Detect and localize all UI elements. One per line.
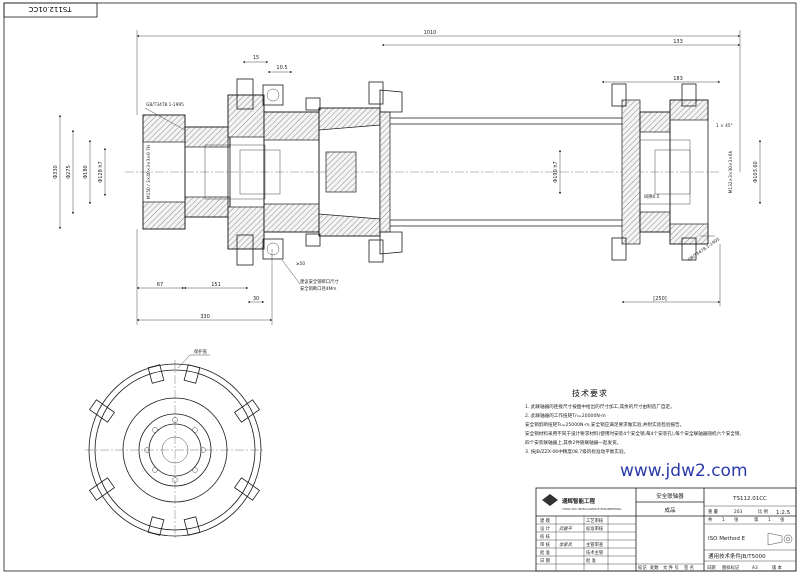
part-name: 安全联轴器 — [656, 492, 684, 500]
pin-note-1: 建议安全销断口尺寸 — [300, 278, 339, 285]
sheet-no-label: 第 — [754, 516, 759, 523]
tech-req-line-6: 3. 按JB/ZZX-06中精度08.7级的标准动平衡实验。 — [525, 448, 628, 455]
dim-10-5: 10.5 — [276, 65, 287, 71]
footer-5: 日期 — [707, 565, 716, 571]
projection-symbol-icon — [767, 532, 793, 546]
dim-phi190: Φ190 h7 — [553, 161, 559, 182]
row-label-4: 审 核 — [540, 541, 551, 548]
dim-left-330: 330 — [200, 314, 210, 320]
category: 成品 — [664, 506, 676, 514]
role-mid-1: 工艺审核 — [586, 517, 604, 524]
footer-3: 文 件 号 — [663, 564, 679, 571]
footer-6: 图样标记 — [722, 564, 740, 571]
logo-en: TONG HUI INTELLIGENCE ENGINEERING — [561, 507, 622, 511]
sheet-total-label: 共 — [708, 516, 713, 523]
dim-phi128: Φ128 h7 — [98, 161, 104, 182]
footer-8: 版 本 — [772, 564, 783, 571]
dim-133: 133 — [673, 39, 683, 45]
method-label: ISO Method E — [708, 536, 746, 542]
dimensions: 1010 133 183 15 10.5 Φ330 Φ275 Φ180 Φ128… — [53, 30, 762, 325]
tech-req-line-1: 1. 此联轴器的连接尺寸按图中给出的尺寸加工,其余的尺寸由制造厂自定。 — [525, 403, 675, 410]
row-label-2: 设 计 — [540, 525, 551, 532]
sheet-no: 1 — [768, 517, 771, 523]
dim-right-250: [250] — [653, 296, 666, 302]
drawing-no: TS112.01CC — [732, 496, 767, 502]
row-label-5: 批 准 — [540, 549, 551, 556]
role-mid-2: 标准审核 — [586, 525, 604, 532]
watermark: www.jdw2.com — [620, 461, 748, 481]
tol-note: ≥50 — [296, 261, 305, 267]
role-mid-3: 主管审查 — [586, 541, 604, 548]
footer-1: 标记 — [638, 564, 647, 571]
end-view: 保护盖 — [85, 348, 265, 540]
dim-phi275: Φ275 — [66, 165, 72, 178]
title-block: 通辉智能工程 TONG HUI INTELLIGENCE ENGINEERING… — [535, 487, 797, 572]
dim-left-151: 151 — [211, 282, 221, 288]
logo-name: 通辉智能工程 — [562, 497, 596, 505]
role-mid-5: 批 准 — [586, 557, 597, 564]
dim-overall: 1010 — [424, 30, 437, 36]
tech-req-line-2: 2. 此联轴器的工作扭矩Tn=20000N·m — [525, 412, 606, 419]
row-label-1: 建 模 — [540, 517, 551, 524]
dim-phi180: Φ180 — [83, 165, 89, 178]
weight-value: 203 — [734, 509, 742, 515]
dim-right-spline: M132×3×30×3×6h — [728, 150, 734, 193]
dim-left-30: 30 — [253, 296, 259, 302]
company-logo: 通辉智能工程 TONG HUI INTELLIGENCE ENGINEERING — [542, 494, 622, 511]
dim-183: 183 — [673, 76, 683, 82]
dim-left-67: 67 — [157, 282, 163, 288]
weight-label: 重 量 — [708, 508, 719, 515]
dim-15: 15 — [253, 55, 259, 61]
tech-req-line-5: 四个安装联轴器上,其余2件随联轴器一起发货。 — [525, 439, 621, 446]
tech-requirements: 技术要求 1. 此联轴器的连接尺寸按图中给出的尺寸加工,其余的尺寸由制造厂自定。… — [525, 388, 741, 455]
tech-req-line-3: 安全销剪断扭矩Ts=25000N·m,安全销应满足要求做实验,并附实验检验报告。 — [525, 421, 684, 428]
footer-2: 处数 — [650, 564, 659, 571]
signature-1: 武建平 — [559, 526, 573, 532]
pin-note-2: 安全销断口径4Mm — [300, 285, 336, 292]
sheet-total: 1 — [722, 517, 725, 523]
scale-value: 1:2.5 — [776, 510, 791, 516]
row-label-3: 校 核 — [540, 533, 551, 540]
sheet-label-2: 张 — [780, 516, 785, 523]
dim-phi103: Φ103.60 — [753, 161, 759, 182]
dim-left-spline: M150 / 3×40×3×3×0 7H — [146, 145, 152, 199]
end-view-label: 保护盖 — [194, 348, 208, 355]
drawing-no-tab-text: TS112.01CC — [28, 5, 72, 13]
gap-note: 间隙0.5 — [644, 193, 660, 200]
footer-4: 签 名 — [684, 564, 694, 571]
tech-req-title: 技术要求 — [572, 388, 608, 398]
dim-phi330: Φ330 — [53, 165, 59, 178]
sheet-label-1: 张 — [734, 516, 739, 523]
section-view — [125, 78, 720, 266]
signature-2: 李家兵 — [559, 542, 573, 548]
general-std: 通用技术条件JB/T5000 — [708, 552, 766, 560]
tech-req-line-4: 安全销材料采用不同于设计要求材料(使用时安装4个安全销,每4个安装孔),每个安全… — [525, 430, 741, 437]
footer-7: A3 — [752, 565, 758, 571]
sheet-border — [3, 2, 797, 572]
std-left-note: GB/T3478.1-1995 — [146, 102, 184, 108]
chamfer-note: 1 × 45° — [716, 123, 733, 129]
scale-label: 比 例 — [758, 508, 768, 515]
row-label-6: 日 期 — [540, 558, 550, 564]
drawing-no-tab — [3, 2, 98, 18]
role-mid-4: 技术主管 — [586, 549, 604, 556]
